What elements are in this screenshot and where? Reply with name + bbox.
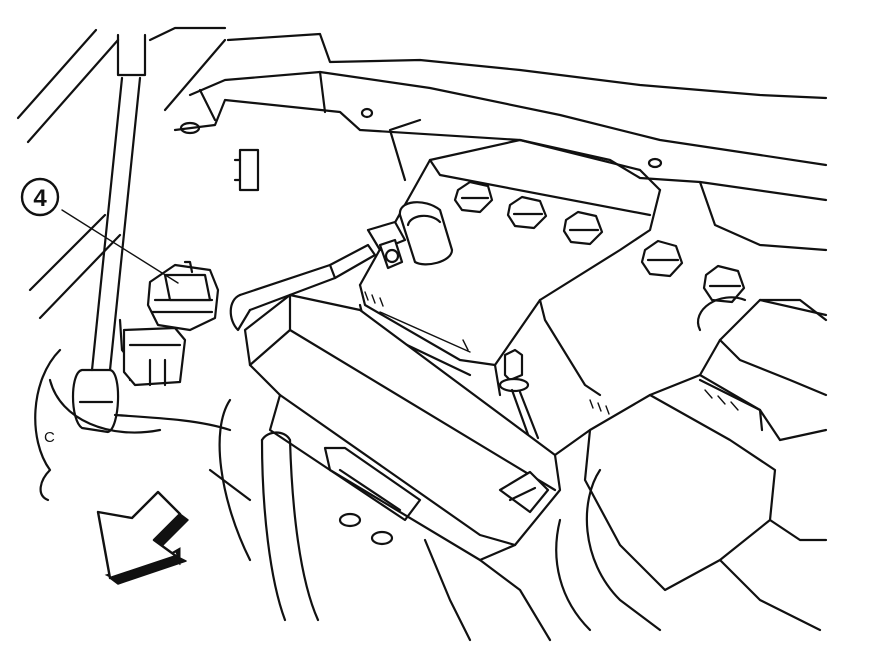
arrow-down-left-icon (96, 490, 189, 585)
positive-terminal (229, 118, 454, 332)
callout-4: 4 (20, 177, 60, 217)
lower-structure (208, 468, 552, 642)
callout-leader-line (61, 209, 179, 284)
hood-edge-lines (16, 26, 227, 320)
cowl-panel (173, 32, 828, 252)
relay-connector (122, 260, 220, 387)
corner-letter-label: C (44, 429, 55, 446)
air-cleaner-box (553, 296, 828, 632)
negative-terminal (498, 348, 540, 442)
hood-stay (72, 33, 147, 434)
battery (358, 138, 746, 415)
fuse-box (243, 293, 562, 562)
battery-cell-caps (453, 180, 746, 304)
callout-number: 4 (33, 185, 47, 212)
coolant-hose (218, 398, 320, 622)
